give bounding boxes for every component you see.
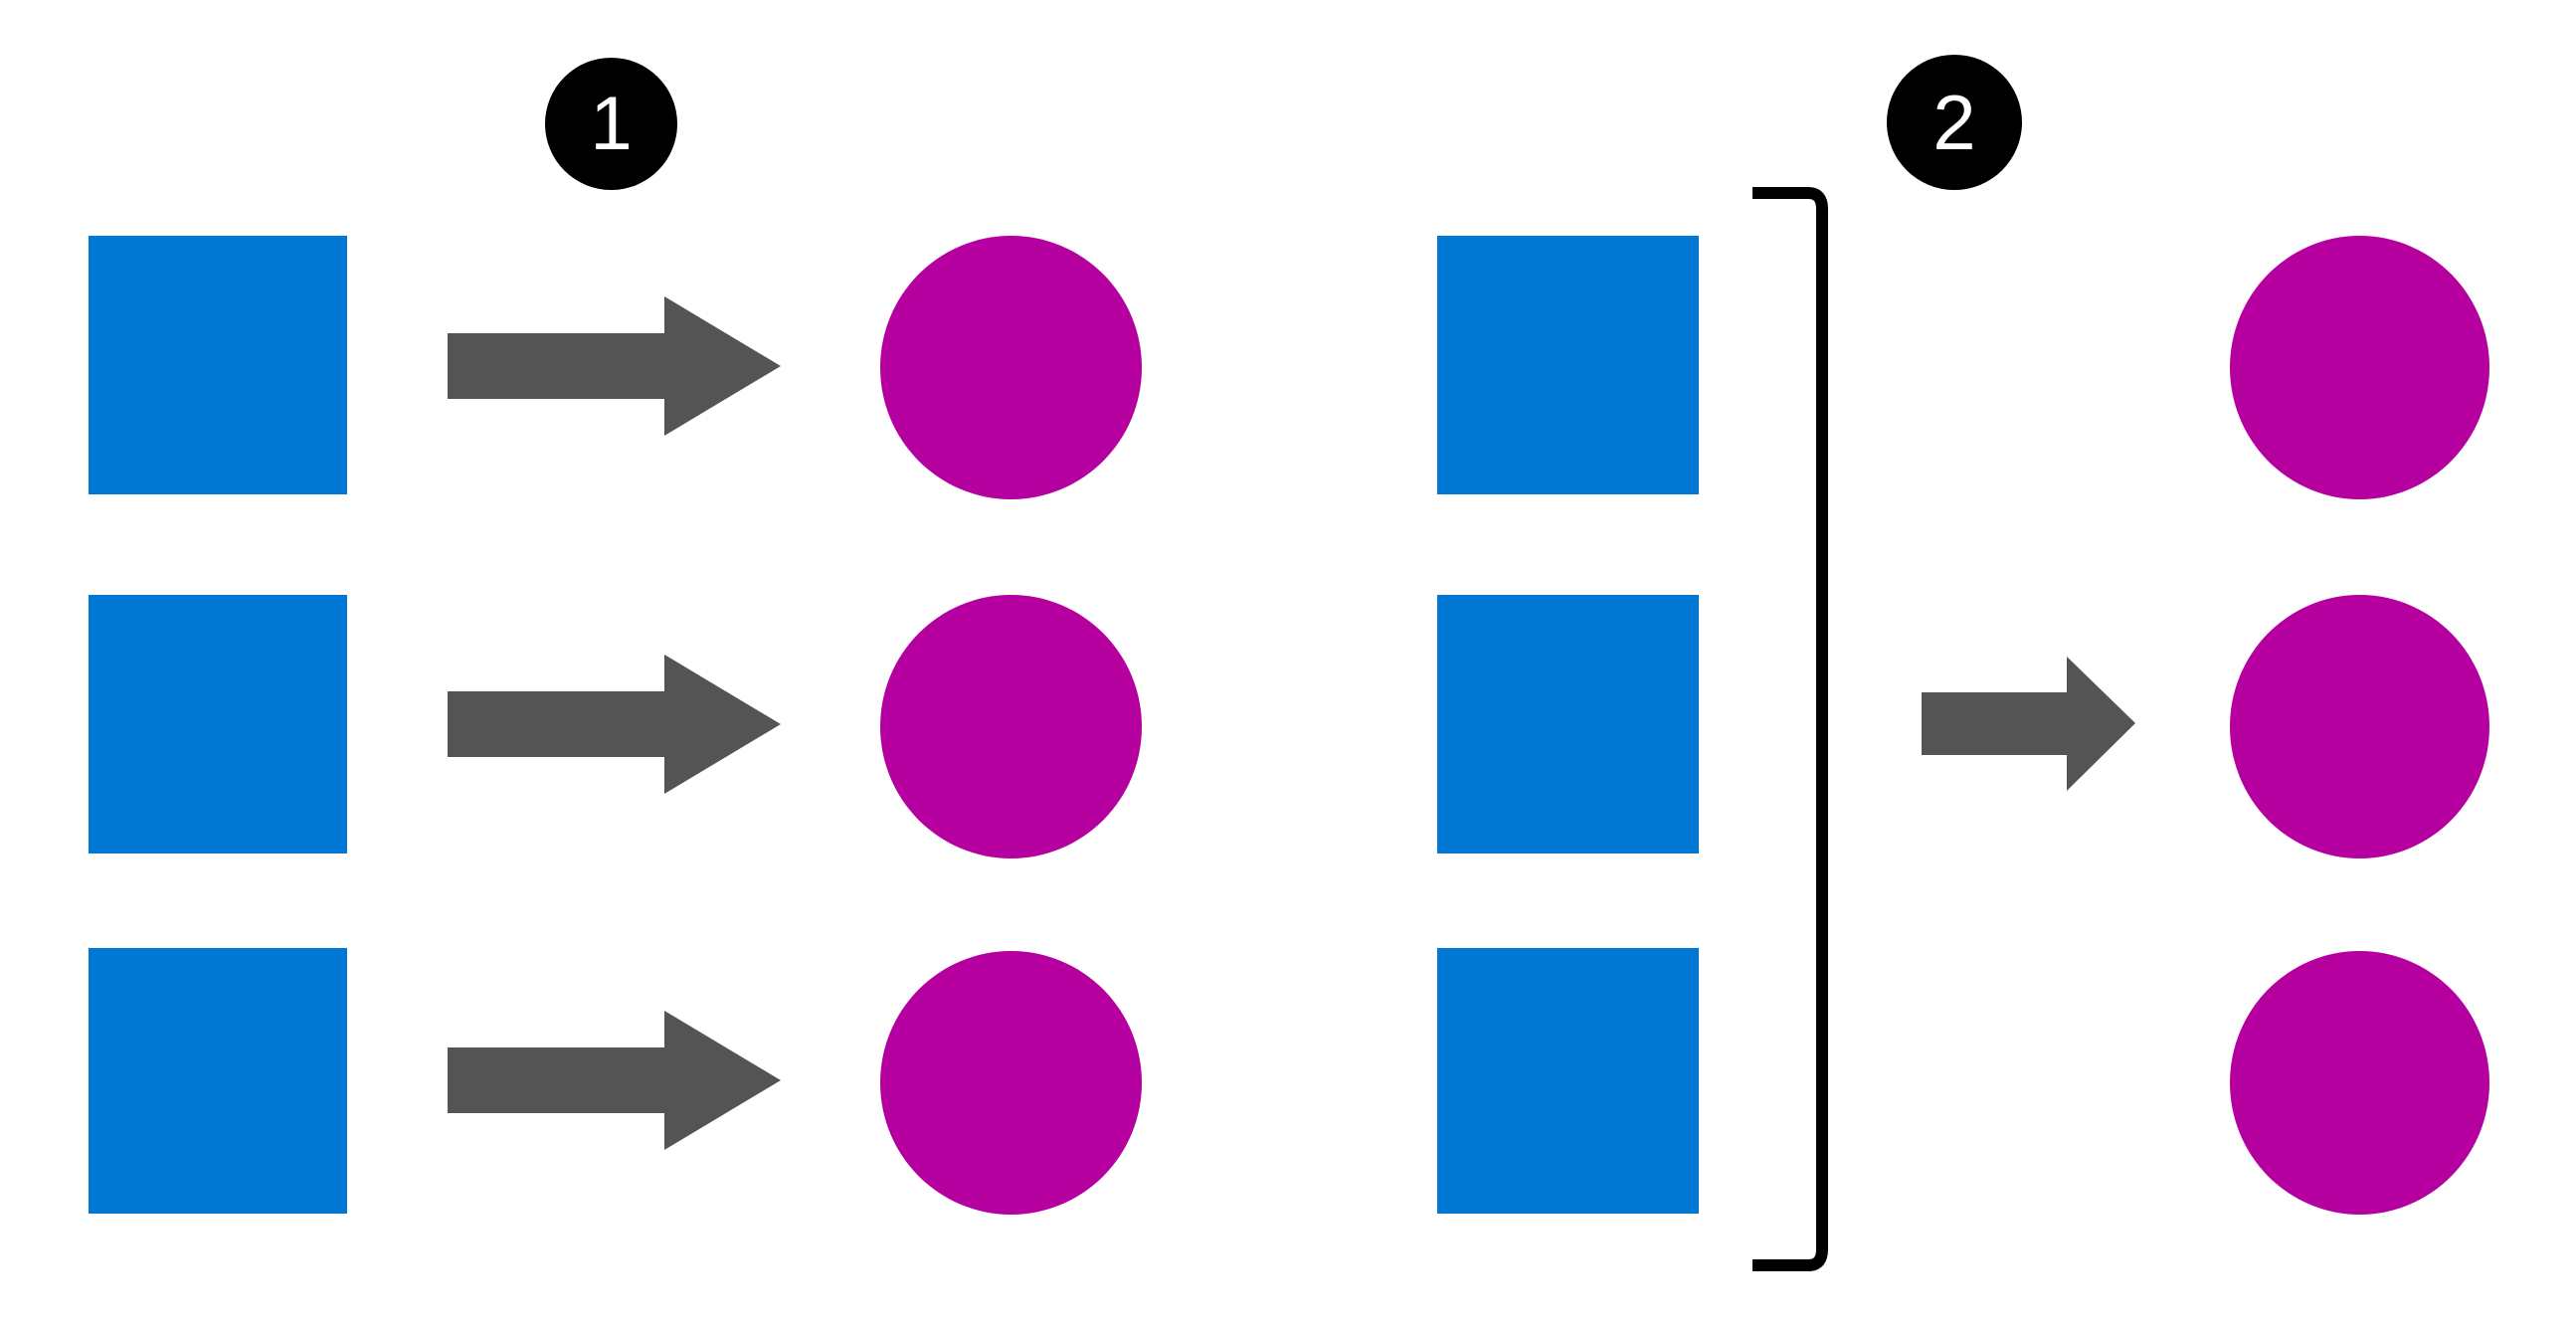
step1-target-circle-3[interactable]: [880, 951, 1142, 1215]
step1-source-square-1[interactable]: [89, 236, 347, 494]
step1-arrow-2[interactable]: [448, 655, 781, 794]
step1-target-circle-2[interactable]: [880, 595, 1142, 858]
step1-source-square-3[interactable]: [89, 948, 347, 1214]
arrow-shape: [448, 1011, 781, 1150]
step2-source-square-2[interactable]: [1437, 595, 1699, 854]
arrow-shape: [448, 296, 781, 436]
step-badge-2[interactable]: 2: [1887, 55, 2022, 190]
step-badge-1-label: 1: [590, 81, 633, 166]
step1-target-circle-1[interactable]: [880, 236, 1142, 499]
arrow-shape: [448, 655, 781, 794]
step2-arrow-1[interactable]: [1922, 657, 2135, 791]
step-badge-2-label: 2: [1932, 79, 1976, 166]
step1-arrow-3[interactable]: [448, 1011, 781, 1150]
step2-target-circle-2[interactable]: [2230, 595, 2489, 858]
bracket-path: [1752, 187, 1828, 1271]
step2-target-circle-3[interactable]: [2230, 951, 2489, 1215]
group-bracket-icon: [1752, 187, 1828, 1271]
step-badge-1[interactable]: 1: [545, 58, 677, 190]
arrow-shape: [1922, 657, 2135, 791]
step2-target-circle-1[interactable]: [2230, 236, 2489, 499]
step1-arrow-1[interactable]: [448, 296, 781, 436]
step2-source-square-3[interactable]: [1437, 948, 1699, 1214]
step2-source-square-1[interactable]: [1437, 236, 1699, 494]
step1-source-square-2[interactable]: [89, 595, 347, 854]
